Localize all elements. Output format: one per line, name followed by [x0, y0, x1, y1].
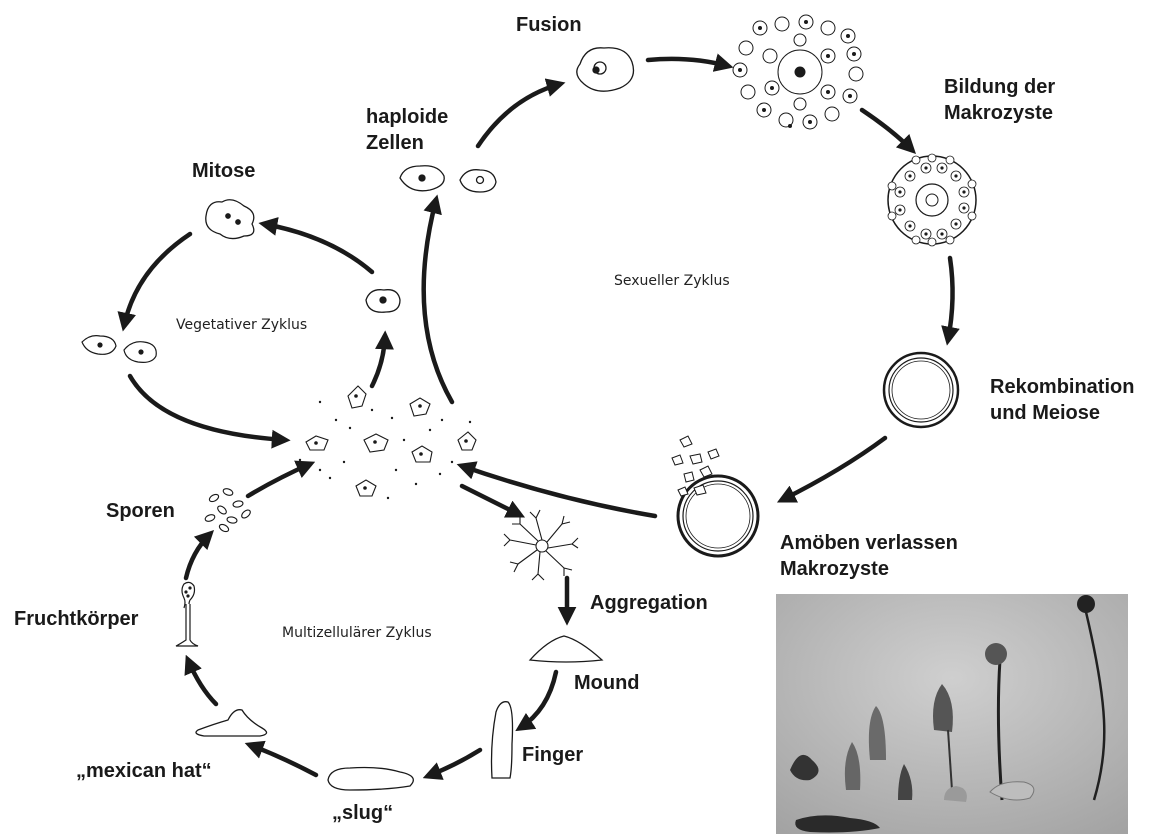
- label-slug: „slug“: [332, 800, 393, 826]
- label-sexual-cycle: Sexueller Zyklus: [614, 272, 730, 290]
- arrow-mound-to-finger: [520, 672, 556, 728]
- label-spores: Sporen: [106, 498, 175, 524]
- empty-macrocyst: [672, 436, 758, 556]
- label-amoebae-leave: Amöben verlassen Makrozyste: [780, 530, 958, 582]
- fusion-cell: [577, 48, 634, 91]
- fruiting-body: [176, 582, 198, 646]
- amoebae-population: [299, 386, 476, 499]
- haploid-cells: [400, 166, 496, 192]
- arrow-ring-to-emptycyst: [782, 438, 885, 500]
- arrow-cell-to-mitose: [264, 224, 372, 272]
- arrow-center-to-haploid: [424, 200, 452, 402]
- label-finger: Finger: [522, 742, 583, 768]
- arrow-fusion-to-cluster: [648, 59, 728, 66]
- arrow-slug-to-hat: [250, 745, 316, 775]
- arrow-pair-to-center: [130, 376, 285, 440]
- arrow-spores-to-center: [248, 464, 310, 496]
- macrocyst-ring: [884, 353, 958, 427]
- aggregation-streams: [504, 510, 578, 580]
- label-mexican-hat: „mexican hat“: [76, 758, 212, 784]
- arrow-emptycyst-to-center: [462, 466, 655, 516]
- label-haploid-cells: haploide Zellen: [366, 104, 448, 156]
- label-macrocyst-formation: Bildung der Makrozyste: [944, 74, 1055, 126]
- label-fruiting-body: Fruchtkörper: [14, 606, 138, 632]
- arrow-mitose-to-pair: [124, 234, 190, 326]
- arrow-center-to-aggregation: [462, 486, 520, 515]
- micrograph-photo: [776, 594, 1128, 834]
- arrow-macrocyst-to-ring: [948, 258, 953, 340]
- arrow-hat-to-fruiting: [188, 660, 216, 704]
- arrow-haploid-to-fusion: [478, 84, 560, 146]
- label-mitosis: Mitose: [192, 158, 255, 184]
- mound: [530, 636, 602, 662]
- spores: [204, 487, 251, 533]
- slug: [328, 768, 413, 791]
- label-vegetative-cycle: Vegetativer Zyklus: [176, 316, 307, 334]
- macrocyst-formation-cluster: [733, 15, 863, 129]
- arrow-fruiting-to-spores: [186, 534, 210, 578]
- label-fusion: Fusion: [516, 12, 582, 38]
- mitosis-cell: [206, 200, 254, 239]
- label-mound: Mound: [574, 670, 640, 696]
- arrow-center-to-mitosiscell: [372, 336, 385, 386]
- macrocyst: [888, 154, 976, 246]
- daughter-cells: [82, 336, 156, 363]
- label-multicellular-cycle: Multizellulärer Zyklus: [282, 624, 432, 642]
- arrow-cluster-to-macrocyst: [862, 110, 912, 150]
- vegetative-cell: [366, 290, 400, 313]
- label-aggregation: Aggregation: [590, 590, 708, 616]
- arrow-finger-to-slug: [428, 750, 480, 776]
- mexican-hat: [196, 710, 267, 736]
- label-recombination-meiosis: Rekombination und Meiose: [990, 374, 1134, 426]
- finger: [492, 702, 513, 778]
